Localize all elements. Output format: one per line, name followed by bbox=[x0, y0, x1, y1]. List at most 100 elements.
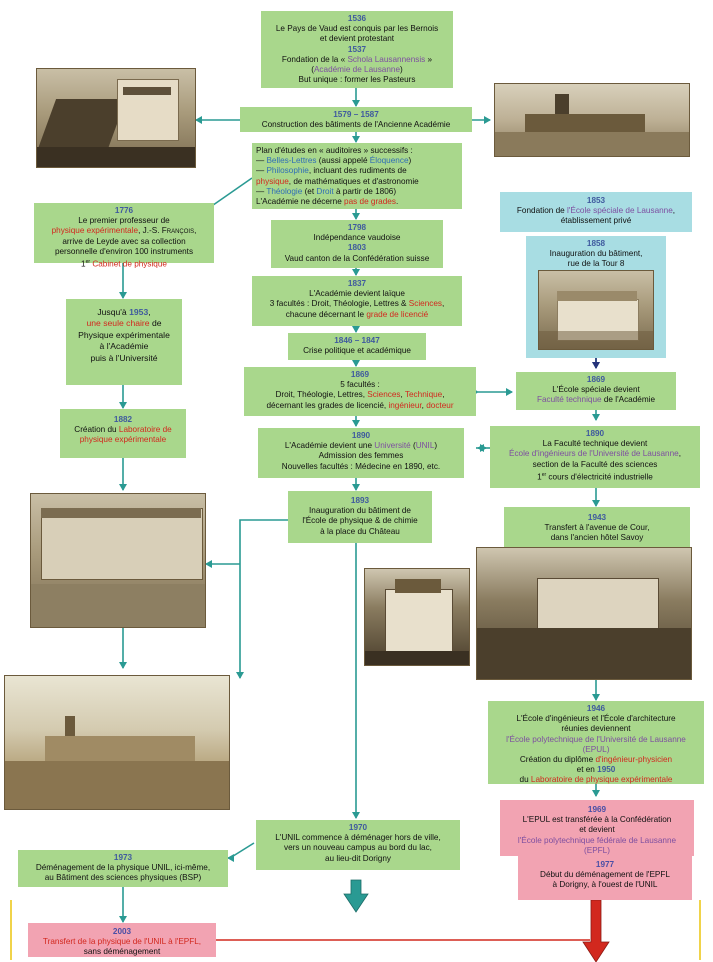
text: Jusqu'à bbox=[97, 307, 130, 317]
text: à la place du Château bbox=[320, 526, 400, 536]
year-1953: 1953 bbox=[129, 307, 149, 317]
text: Physique expérimentale bbox=[78, 329, 170, 340]
text: 3 facultés : Droit, Théologie, Lettres & bbox=[269, 299, 409, 309]
text: Inauguration du bâtiment de bbox=[309, 506, 411, 516]
box-1970: 1970 L'UNIL commence à déménager hors de… bbox=[256, 820, 460, 870]
text: dans l'ancien hôtel Savoy bbox=[550, 533, 644, 543]
epul: (EPUL) bbox=[582, 744, 610, 754]
year-1853: 1853 bbox=[586, 196, 606, 205]
text: et en 1950 bbox=[492, 765, 700, 775]
year-1869: 1869 bbox=[586, 375, 606, 384]
box-1893: 1893 Inauguration du bâtiment de l'École… bbox=[288, 491, 432, 543]
box-1869-ecole: 1869 L'École spéciale devient Faculté te… bbox=[516, 372, 676, 410]
text: section de la Faculté des sciences bbox=[532, 459, 658, 469]
text: établissement privé bbox=[560, 216, 632, 226]
year-1858: 1858 bbox=[586, 239, 606, 248]
year-1776: 1776 bbox=[114, 206, 134, 215]
box-1858: 1858 Inauguration du bâtiment, rue de la… bbox=[526, 236, 666, 358]
year-1798: 1798 bbox=[347, 223, 367, 232]
photo-ecole-physique-chimie bbox=[30, 493, 206, 628]
text: rue de la Tour 8 bbox=[567, 259, 625, 269]
text: Le premier professeur de bbox=[78, 216, 170, 226]
physique-experimentale: physique expérimentale bbox=[51, 226, 139, 236]
text: et en bbox=[576, 765, 598, 775]
text: arrive de Leyde avec sa collection bbox=[62, 236, 186, 246]
transfert-text: Transfert de la physique de l'UNIL à l'E… bbox=[42, 937, 202, 947]
year-1973: 1973 bbox=[113, 853, 133, 862]
cabinet-de-physique: Cabinet de physique bbox=[92, 259, 167, 269]
text: ) bbox=[400, 65, 403, 75]
text: et devient protestant bbox=[319, 34, 395, 44]
text: , bbox=[442, 299, 445, 309]
text: Droit, Théologie, Lettres, bbox=[275, 390, 368, 400]
photo-cathedrale-vue bbox=[494, 83, 690, 157]
physique: physique bbox=[256, 176, 289, 186]
theologie: Théologie bbox=[266, 186, 303, 196]
text: ) bbox=[434, 441, 438, 451]
box-1943: 1943 Transfert à l'avenue de Cour, dans … bbox=[504, 507, 690, 547]
text: personnelle d'environ 100 instruments bbox=[54, 246, 194, 256]
docteur: docteur bbox=[426, 400, 454, 410]
photo-ancienne-academie-roofs bbox=[36, 68, 196, 168]
right-yellow-line bbox=[699, 900, 701, 960]
year-1890: 1890 bbox=[585, 429, 605, 438]
text: L'EPUL est transférée à la Confédération bbox=[522, 815, 672, 825]
text: physique, de mathématiques et d'astronom… bbox=[256, 177, 458, 187]
text: Droit, Théologie, Lettres, Sciences, Tec… bbox=[248, 390, 472, 400]
text: Faculté technique de l'Académie bbox=[520, 395, 672, 405]
text: — bbox=[256, 166, 267, 176]
box-1977: 1977 Début du déménagement de l'EPFL à D… bbox=[518, 856, 692, 900]
text: , bbox=[400, 390, 405, 400]
text: , bbox=[148, 307, 151, 317]
technique: Technique bbox=[404, 390, 443, 400]
year-1846: 1846 – 1847 bbox=[334, 336, 380, 345]
box-1953: Jusqu'à 1953, une seule chaire de Physiq… bbox=[66, 299, 182, 385]
text: L'Académie devient une bbox=[284, 441, 375, 451]
year-1537: 1537 bbox=[347, 44, 367, 54]
text: Fondation de la « Schola Lausannensis » bbox=[265, 55, 449, 65]
text: Crise politique et académique bbox=[303, 346, 411, 356]
text: 1 bbox=[537, 472, 542, 482]
year-1882: 1882 bbox=[113, 415, 133, 424]
text: er bbox=[541, 471, 547, 478]
belles-lettres: Belles-Lettres bbox=[266, 156, 317, 166]
text: physique expérimentale, J.-S. François, bbox=[38, 226, 210, 236]
text: Création du diplôme bbox=[519, 755, 596, 765]
box-1969-epfl: 1969 L'EPUL est transférée à la Confédér… bbox=[500, 800, 694, 856]
text: au lieu-dit Dorigny bbox=[325, 853, 391, 863]
text: L'Académie ne décerne pas de grades. bbox=[256, 197, 458, 207]
box-1946: 1946 L'École d'ingénieurs et l'École d'a… bbox=[488, 701, 704, 784]
text: Création du bbox=[74, 425, 119, 435]
text: Admission des femmes bbox=[318, 451, 404, 461]
text: 3 facultés : Droit, Théologie, Lettres &… bbox=[256, 299, 458, 309]
ecole-speciale: l'École spéciale de Lausanne bbox=[566, 206, 673, 216]
academie-name: Académie de Lausanne bbox=[313, 65, 401, 75]
text: , bbox=[421, 400, 427, 410]
text: Création du Laboratoire de bbox=[64, 425, 182, 435]
text: (aussi appelé bbox=[316, 156, 370, 166]
text: L'Académie devient une Université (UNIL) bbox=[262, 441, 460, 451]
year-1890: 1890 bbox=[351, 431, 371, 440]
text: La Faculté technique devient bbox=[542, 439, 648, 449]
text: 1er cours d'électricité industrielle bbox=[494, 470, 696, 483]
text: Transfert à l'avenue de Cour, bbox=[544, 523, 650, 533]
text: , de mathématiques et d'astronomie bbox=[288, 176, 419, 186]
text: puis à l'Université bbox=[90, 352, 158, 363]
box-1579: 1579 – 1587 Construction des bâtiments d… bbox=[240, 107, 472, 132]
text: au Bâtiment des sciences physiques (BSP) bbox=[44, 873, 202, 883]
philosophie: Philosophie bbox=[266, 166, 309, 176]
text: chacune décernant le grade de licencié bbox=[256, 310, 458, 320]
text: Création du diplôme d'ingénieur-physicie… bbox=[492, 755, 700, 765]
text: Début du déménagement de l'EPFL bbox=[540, 870, 670, 880]
text: à Dorigny, à l'ouest de l'UNIL bbox=[552, 880, 658, 890]
text: Inauguration du bâtiment, bbox=[549, 249, 643, 259]
text: de bbox=[149, 318, 162, 329]
box-1798: 1798 Indépendance vaudoise 1803 Vaud can… bbox=[271, 220, 443, 268]
text: vers un nouveau campus au bord du lac, bbox=[284, 843, 432, 853]
text: à partir de 1806) bbox=[333, 186, 397, 196]
text: à l'Académie bbox=[99, 341, 149, 352]
box-1973: 1973 Déménagement de la physique UNIL, i… bbox=[18, 850, 228, 887]
text: — Belles-Lettres (aussi appelé Éloquence… bbox=[256, 156, 458, 166]
text: Construction des bâtiments de l'Ancienne… bbox=[261, 120, 451, 130]
year-1950: 1950 bbox=[597, 765, 616, 775]
